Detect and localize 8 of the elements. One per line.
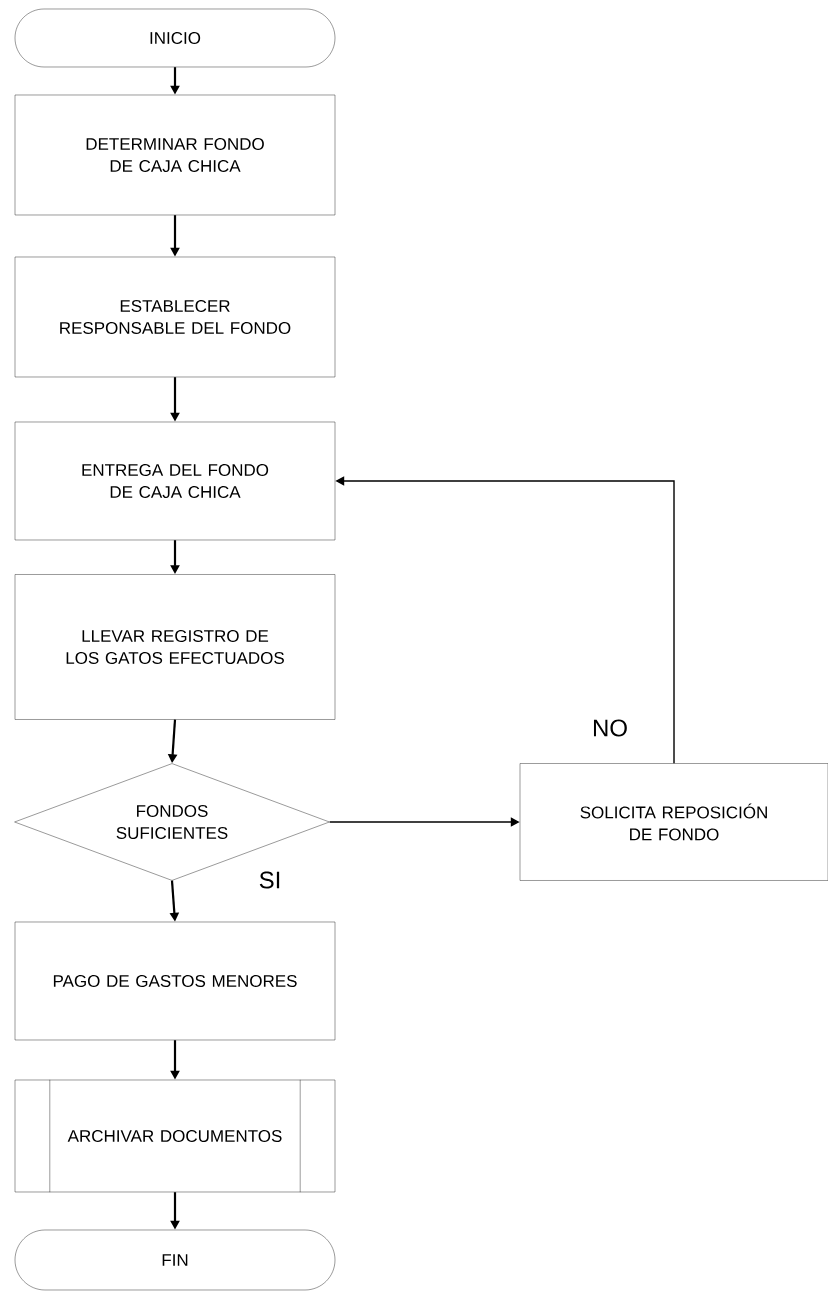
process-box: PAGO DE GASTOS MENORES: [14, 921, 336, 1041]
process-box: ESTABLECER RESPONSABLE DEL FONDO: [14, 256, 336, 378]
process-box: DETERMINAR FONDO DE CAJA CHICA: [14, 94, 336, 216]
predefined-process-box: ARCHIVAR DOCUMENTOS: [14, 1079, 336, 1193]
process-box: LLEVAR REGISTRO DE LOS GATOS EFECTUADOS: [14, 574, 336, 720]
edge-label: NO: [590, 717, 630, 739]
process-box: ENTREGA DEL FONDO DE CAJA CHICA: [14, 421, 336, 541]
process-box: SOLICITA REPOSICIÓN DE FONDO: [519, 763, 828, 881]
